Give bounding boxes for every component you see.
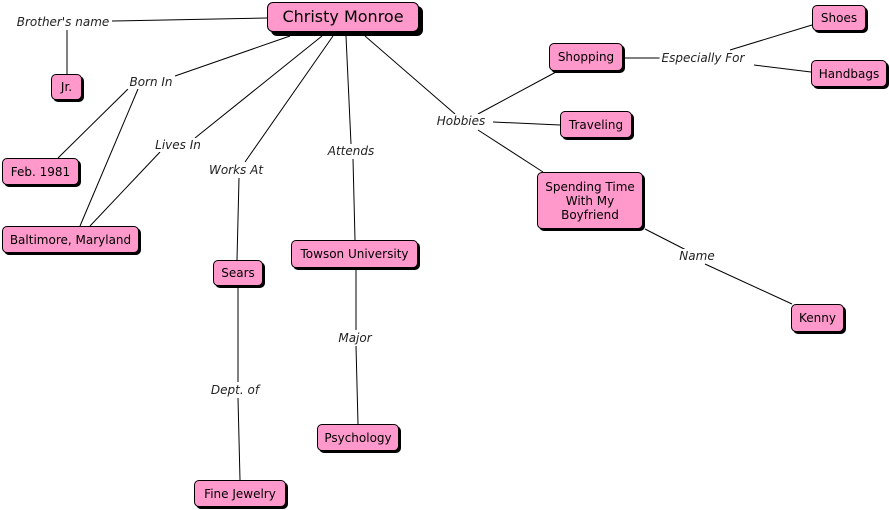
edge-root-hobbies — [364, 35, 456, 115]
link-label-born-in: Born In — [127, 75, 175, 89]
link-label-dept-of: Dept. of — [208, 383, 262, 397]
edge-root-attends — [345, 35, 352, 145]
node-sears[interactable]: Sears — [213, 260, 263, 286]
edge-root-born — [174, 35, 291, 77]
node-psychology[interactable]: Psychology — [317, 424, 399, 451]
node-feb-1981[interactable]: Feb. 1981 — [2, 158, 79, 185]
edge-attends-towson — [352, 158, 356, 241]
node-towson-university[interactable]: Towson University — [291, 240, 418, 268]
edge-hobbies-traveling — [492, 121, 561, 126]
edge-dept-jewelry — [237, 397, 241, 481]
link-label-name: Name — [677, 249, 717, 263]
node-handbags[interactable]: Handbags — [811, 60, 887, 87]
edge-born-feb — [57, 88, 129, 159]
edge-root-brother — [111, 17, 268, 22]
edge-name-kenny — [704, 263, 793, 305]
edge-born-baltimore — [79, 88, 139, 227]
node-baltimore-maryland[interactable]: Baltimore, Maryland — [2, 226, 139, 253]
edge-major-psych — [355, 345, 359, 425]
link-label-especially-for: Especially For — [659, 51, 747, 65]
edge-hobbies-shopping — [477, 71, 557, 115]
edge-works-sears — [236, 177, 240, 261]
node-kenny[interactable]: Kenny — [791, 304, 844, 332]
node-shoes[interactable]: Shoes — [812, 5, 866, 31]
node-traveling[interactable]: Traveling — [560, 111, 632, 138]
node-shopping[interactable]: Shopping — [549, 43, 623, 71]
node-fine-jewelry[interactable]: Fine Jewelry — [194, 480, 286, 507]
edge-boyfriend-name — [644, 228, 691, 253]
link-label-works-at: Works At — [206, 163, 266, 177]
edge-lives-baltimore — [89, 151, 161, 227]
node-christy-monroe[interactable]: Christy Monroe — [267, 2, 419, 32]
link-label-lives-in: Lives In — [153, 138, 203, 152]
link-label-attends: Attends — [325, 144, 377, 158]
edge-hobbies-boyfriend — [477, 129, 544, 173]
node-jr[interactable]: Jr. — [51, 74, 82, 100]
node-spending-time-with-my-boyfriend[interactable]: Spending Time With My Boyfriend — [537, 172, 643, 229]
edge-root-lives — [194, 35, 323, 139]
edge-especially-handbags — [753, 64, 812, 73]
link-label-brothers-name: Brother's name — [14, 15, 112, 29]
link-label-major: Major — [336, 331, 374, 345]
edge-especially-shoes — [729, 24, 813, 51]
link-label-hobbies: Hobbies — [434, 114, 488, 128]
edge-root-works — [244, 35, 334, 163]
